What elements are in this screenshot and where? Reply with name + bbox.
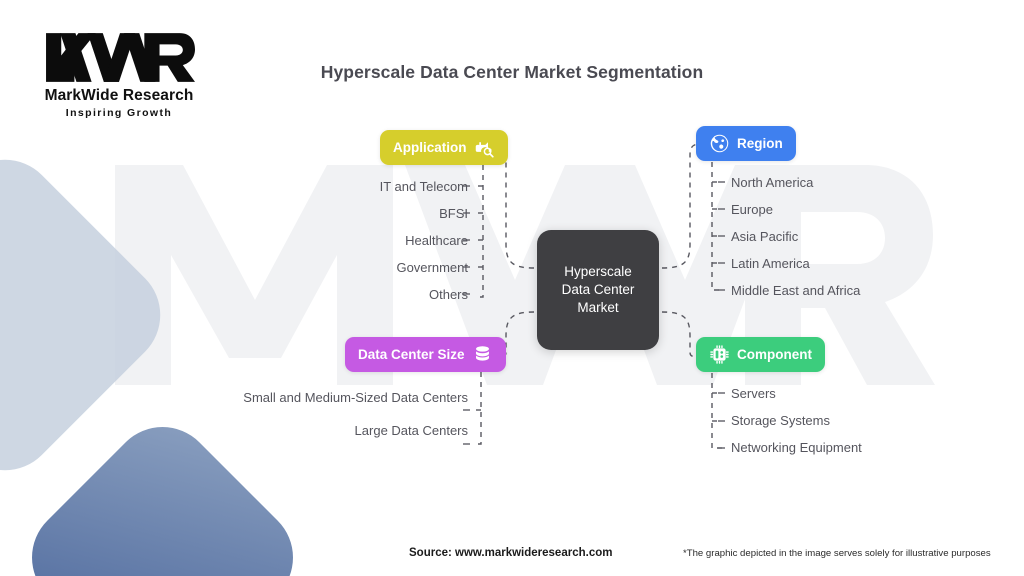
list-item: Others bbox=[428, 287, 468, 302]
brand-name: MarkWide Research bbox=[44, 87, 194, 104]
center-node-label: Hyperscale Data Center Market bbox=[562, 263, 635, 317]
list-item: Storage Systems bbox=[731, 413, 830, 428]
list-item: Middle East and Africa bbox=[731, 283, 861, 298]
list-item: Small and Medium-Sized Data Centers bbox=[243, 390, 468, 405]
component-label: Component bbox=[737, 347, 812, 362]
globe-icon bbox=[710, 134, 729, 153]
region-label: Region bbox=[737, 136, 783, 151]
branch-badge-component[interactable]: Component bbox=[696, 337, 825, 372]
list-item: Government bbox=[396, 260, 468, 275]
list-item: Healthcare bbox=[405, 233, 468, 248]
branch-badge-data-center-size[interactable]: Data Center Size bbox=[345, 337, 506, 372]
leaf-list-application: IT and Telecom BFSI Healthcare Governmen… bbox=[250, 178, 468, 303]
mwr-logo-mark bbox=[46, 33, 195, 82]
center-node: Hyperscale Data Center Market bbox=[537, 230, 659, 350]
center-line-2: Data Center bbox=[561, 282, 635, 297]
list-item: Networking Equipment bbox=[731, 440, 862, 455]
list-item: Europe bbox=[731, 202, 773, 217]
microchip-icon bbox=[710, 345, 729, 364]
brand-tagline: Inspiring Growth bbox=[65, 107, 173, 119]
list-item: IT and Telecom bbox=[379, 179, 468, 194]
application-label: Application bbox=[393, 140, 467, 155]
brand-logo: MarkWide Research Inspiring Growth bbox=[36, 28, 202, 119]
branch-badge-application[interactable]: Application bbox=[380, 130, 508, 165]
list-item: Servers bbox=[731, 386, 776, 401]
center-line-1: Hyperscale bbox=[564, 264, 632, 279]
center-line-3: Market bbox=[577, 300, 619, 315]
list-item: BFSI bbox=[439, 206, 468, 221]
leaf-list-region: North America Europe Asia Pacific Latin … bbox=[731, 174, 1011, 299]
data-center-size-label: Data Center Size bbox=[358, 347, 465, 362]
branch-badge-region[interactable]: Region bbox=[696, 126, 796, 161]
page-title: Hyperscale Data Center Market Segmentati… bbox=[320, 62, 704, 82]
database-icon bbox=[475, 346, 489, 361]
list-item: Asia Pacific bbox=[731, 229, 799, 244]
leaf-list-data-center-size: Small and Medium-Sized Data Centers Larg… bbox=[200, 388, 468, 440]
leaf-list-component: Servers Storage Systems Networking Equip… bbox=[731, 385, 1011, 456]
list-item: Large Data Centers bbox=[354, 423, 468, 438]
engine-search-icon bbox=[475, 142, 494, 158]
disclaimer-note: *The graphic depicted in the image serve… bbox=[683, 548, 991, 559]
list-item: North America bbox=[731, 175, 814, 190]
list-item: Latin America bbox=[731, 256, 810, 271]
source-label: Source: www.markwideresearch.com bbox=[409, 547, 613, 559]
